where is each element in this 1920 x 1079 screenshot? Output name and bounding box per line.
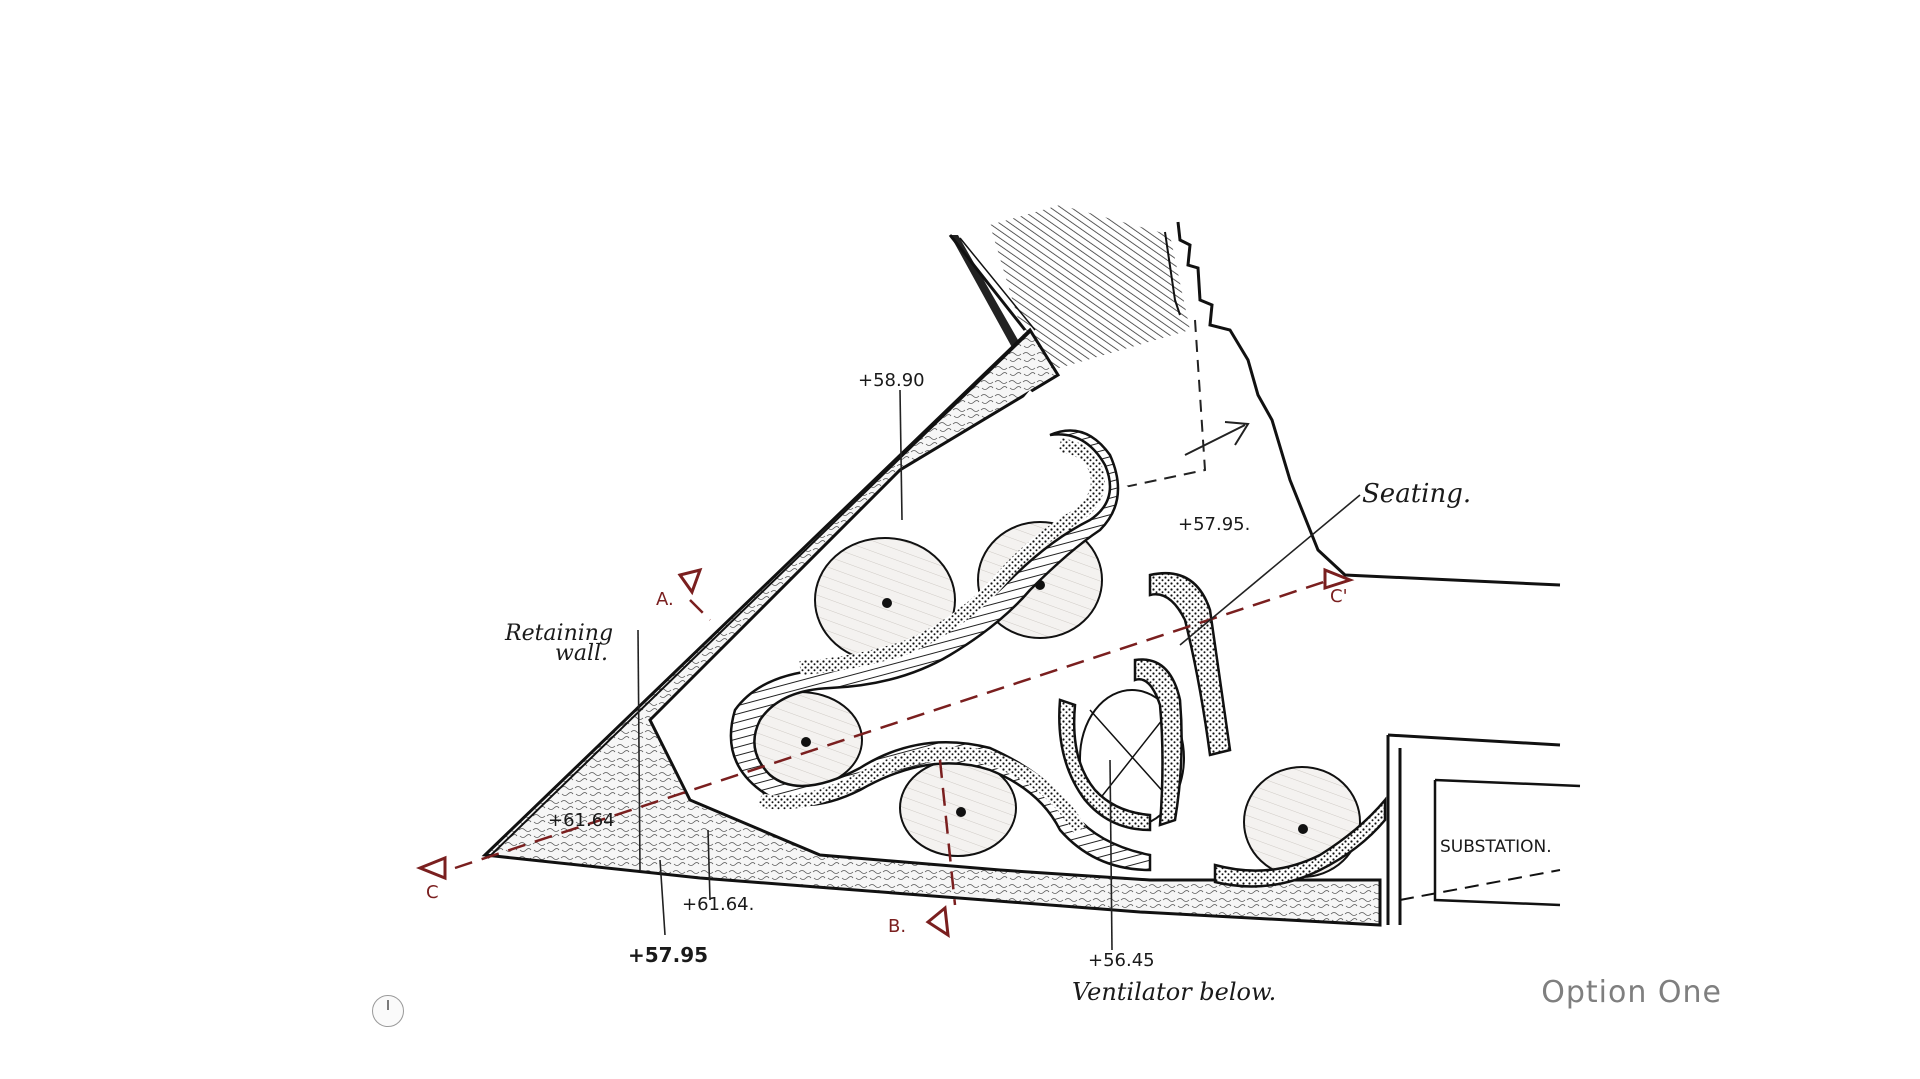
gravel-planting-border xyxy=(481,234,1382,927)
section-b-label: B. xyxy=(888,916,906,937)
adjacent-building-hatch xyxy=(950,205,1190,380)
site-boundary xyxy=(1164,221,1561,587)
level-bottom-mid-label: +61.64. xyxy=(682,894,754,915)
retaining-wall-label-line1: Retaining xyxy=(504,621,613,646)
substation-building xyxy=(1386,733,1581,925)
level-bottom-left-label: +57.95 xyxy=(628,943,708,967)
level-bottom-right-label: +56.45 xyxy=(1088,950,1155,971)
section-c-label: C xyxy=(426,882,439,903)
level-right-label: +57.95. xyxy=(1178,514,1250,535)
retaining-wall-label-line2: wall. xyxy=(555,641,608,666)
section-marker-c xyxy=(415,567,1355,938)
power-icon[interactable] xyxy=(372,995,404,1027)
level-left-label: +61.64 xyxy=(548,810,615,831)
section-c-prime-label: C' xyxy=(1330,586,1348,607)
entry-arrow-icon xyxy=(1184,421,1250,456)
timber-decks xyxy=(737,521,1361,878)
ventilator-label: Ventilator below. xyxy=(1072,978,1276,1006)
serpentine-seating xyxy=(729,429,1387,888)
leader-lines xyxy=(637,389,1361,951)
section-lines xyxy=(454,578,1331,906)
option-title: Option One xyxy=(1541,975,1722,1010)
substation-label: SUBSTATION. xyxy=(1440,837,1552,857)
level-top-label: +58.90 xyxy=(858,370,925,391)
seating-label: Seating. xyxy=(1362,479,1471,509)
section-a-label: A. xyxy=(656,589,674,610)
